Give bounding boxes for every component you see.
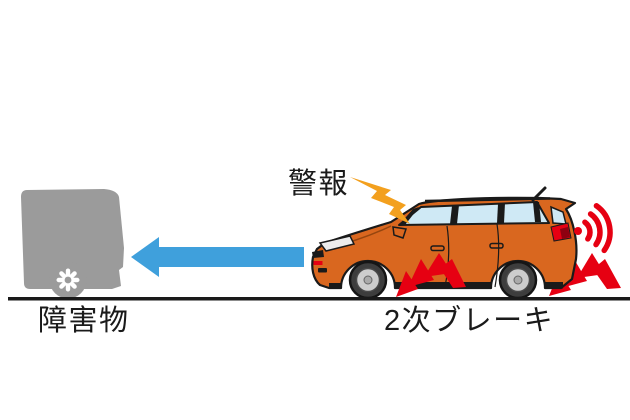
- front-door-seam: [444, 225, 450, 288]
- radar-wave-icon: [582, 203, 613, 254]
- warning-label: 警報: [288, 168, 350, 200]
- van-silhouette-icon: [21, 189, 124, 299]
- lower-intake: [318, 268, 327, 273]
- sill-mid: [395, 282, 491, 289]
- side-mirror: [392, 226, 407, 239]
- sill-rear: [545, 282, 563, 289]
- suv-side-icon: [311, 186, 578, 300]
- secondary-brake-label: 2次ブレーキ: [384, 305, 555, 337]
- front-wheel: [348, 260, 388, 300]
- taillight-inner: [560, 227, 570, 239]
- c-pillar: [497, 203, 505, 223]
- rear-door-handle: [489, 242, 504, 249]
- antenna: [531, 186, 547, 202]
- roof-rail: [424, 197, 551, 203]
- radar-dot: [574, 227, 582, 235]
- front-door-handle: [430, 245, 445, 252]
- brake-vibration-icon-mid: [396, 253, 466, 297]
- obstacle-label: 障害物: [38, 305, 130, 337]
- ground-line: [8, 297, 630, 301]
- lightning-bolt-icon: [350, 177, 410, 224]
- headlight: [318, 235, 356, 252]
- rear-door-seam: [494, 223, 500, 288]
- van-wheel-spokes: [56, 268, 80, 292]
- left-arrow-icon: [131, 237, 304, 277]
- sill-front: [329, 283, 341, 289]
- d-pillar: [533, 202, 541, 222]
- rear-wheel: [498, 260, 538, 300]
- b-pillar: [450, 205, 459, 224]
- bumper-accent: [313, 261, 323, 265]
- grille: [312, 250, 324, 258]
